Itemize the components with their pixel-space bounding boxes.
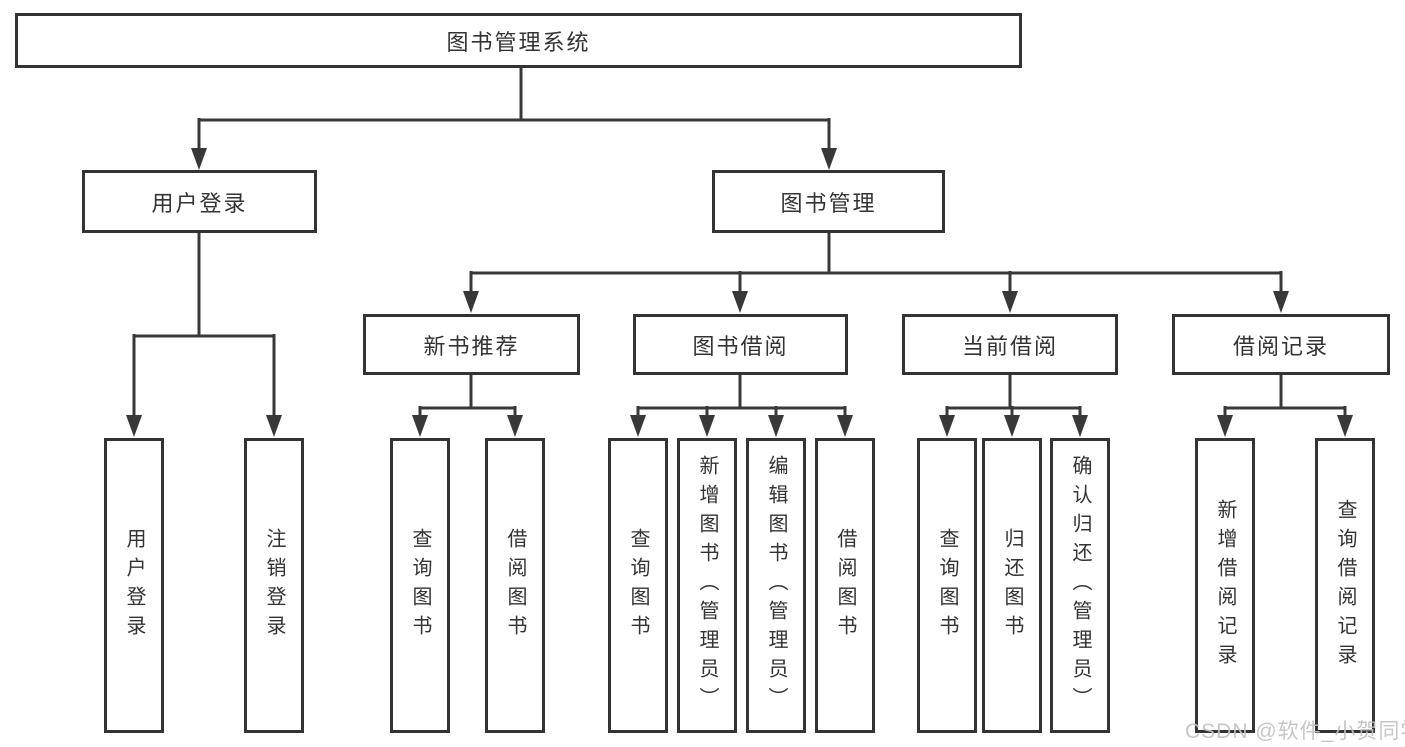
node-current-borrowing: 当前借阅 bbox=[902, 314, 1118, 375]
leaf-borrow-add-books-admin: 新增图书（管理员） bbox=[677, 438, 737, 733]
node-label: 新书推荐 bbox=[423, 333, 520, 359]
leaf-current-return-books: 归还图书 bbox=[982, 438, 1042, 733]
watermark-text: CSDN @软件_小贺同学 bbox=[1185, 720, 1405, 743]
leaf-user-login: 用户登录 bbox=[104, 438, 164, 733]
leaf-label: 确认归还（管理员） bbox=[1069, 455, 1091, 716]
leaf-label: 归还图书 bbox=[1001, 527, 1023, 644]
node-label: 借阅记录 bbox=[1232, 333, 1329, 359]
leaf-current-confirm-return-admin: 确认归还（管理员） bbox=[1050, 438, 1110, 733]
node-user-login: 用户登录 bbox=[82, 170, 317, 233]
leaf-borrow-borrow-books: 借阅图书 bbox=[815, 438, 875, 733]
node-library-management-system: 图书管理系统 bbox=[15, 13, 1022, 68]
connector-arrowheads bbox=[126, 148, 1353, 437]
leaf-label: 编辑图书（管理员） bbox=[765, 455, 787, 716]
leaf-label: 借阅图书 bbox=[504, 527, 526, 644]
node-label: 当前借阅 bbox=[961, 333, 1058, 359]
node-label: 用户登录 bbox=[151, 190, 248, 216]
leaf-current-query-books: 查询图书 bbox=[917, 438, 977, 733]
leaf-label: 查询图书 bbox=[936, 527, 958, 644]
leaf-borrow-query-books: 查询图书 bbox=[608, 438, 668, 733]
leaf-newbook-borrow-books: 借阅图书 bbox=[485, 438, 545, 733]
leaf-label: 查询借阅记录 bbox=[1334, 498, 1356, 673]
leaf-label: 查询图书 bbox=[627, 527, 649, 644]
leaf-label: 查询图书 bbox=[409, 527, 431, 644]
leaf-newbook-query-books: 查询图书 bbox=[390, 438, 450, 733]
node-book-management: 图书管理 bbox=[712, 170, 945, 233]
leaf-borrow-edit-books-admin: 编辑图书（管理员） bbox=[746, 438, 806, 733]
node-borrowing-records: 借阅记录 bbox=[1172, 314, 1390, 375]
leaf-label: 注销登录 bbox=[263, 527, 285, 644]
node-label: 图书管理 bbox=[780, 190, 877, 216]
leaf-label: 新增借阅记录 bbox=[1214, 498, 1236, 673]
node-book-borrowing: 图书借阅 bbox=[633, 314, 848, 375]
leaf-records-add-record: 新增借阅记录 bbox=[1195, 438, 1255, 733]
leaf-label: 借阅图书 bbox=[834, 527, 856, 644]
node-new-book-recommendation: 新书推荐 bbox=[363, 314, 580, 375]
node-label: 图书借阅 bbox=[692, 333, 789, 359]
node-label: 图书管理系统 bbox=[446, 29, 591, 55]
leaf-logout: 注销登录 bbox=[244, 438, 304, 733]
leaf-label: 新增图书（管理员） bbox=[696, 455, 718, 716]
leaf-label: 用户登录 bbox=[123, 527, 145, 644]
connector-lines bbox=[132, 66, 1347, 417]
leaf-records-query-record: 查询借阅记录 bbox=[1315, 438, 1375, 733]
